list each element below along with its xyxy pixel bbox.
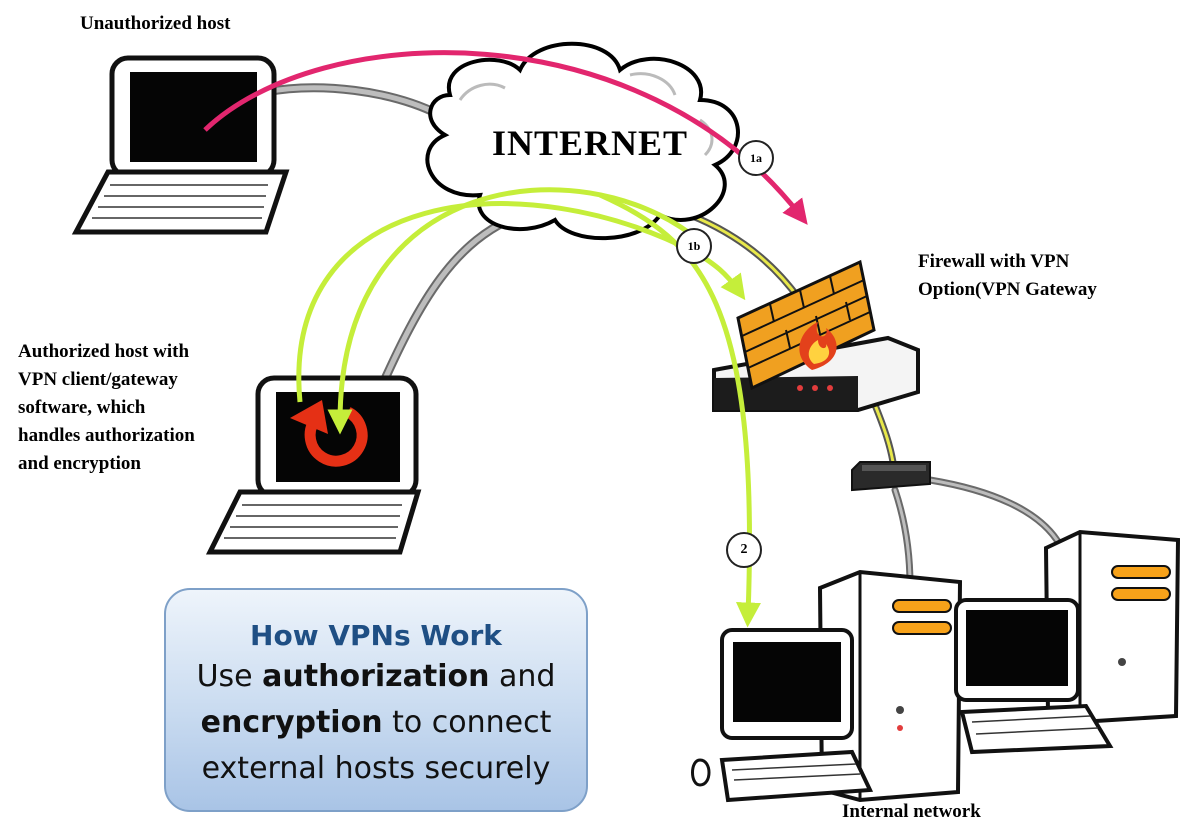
authorized-host-label-line: VPN client/gateway: [18, 369, 178, 390]
step-2-badge: 2: [726, 532, 762, 568]
authorized-host-label-line: and encryption: [18, 453, 141, 474]
authorized-host-label-line: software, which: [18, 397, 146, 418]
info-box-title: How VPNs Work: [250, 619, 502, 652]
brick-wall: [736, 259, 876, 391]
path-1a-rejected: [203, 50, 808, 225]
authorized-host-label: Authorized host with VPN client/gateway …: [18, 338, 195, 478]
path-1b-authorized-out: [296, 201, 746, 403]
path-1b-return: [327, 187, 694, 435]
info-box-line-1: Use authorization and: [166, 654, 586, 700]
firewall-appliance: [712, 259, 920, 412]
internet-cloud: [425, 41, 740, 241]
info-box: How VPNs Work Use authorization and encr…: [164, 588, 588, 812]
info-box-line-2: encryption to connect: [166, 700, 586, 746]
info-keyword-encryption: encryption: [200, 705, 383, 740]
internal-network-label: Internal network: [842, 801, 981, 822]
unauthorized-host-label: Unauthorized host: [80, 13, 231, 34]
info-text: and: [489, 659, 556, 694]
step-1a-badge: 1a: [738, 140, 774, 176]
info-keyword-authorization: authorization: [262, 659, 490, 694]
step-1b-badge: 1b: [676, 228, 712, 264]
authorized-host-label-line: handles authorization: [18, 425, 195, 446]
network-switch: [851, 461, 931, 492]
info-box-line-3: external hosts securely: [201, 751, 551, 786]
info-text: to connect: [382, 705, 552, 740]
internet-label: INTERNET: [492, 123, 689, 163]
cables: [260, 83, 1064, 589]
server-tower-1: [817, 569, 963, 803]
refresh-icon: [290, 400, 368, 467]
firewall-label: Firewall with VPN Option(VPN Gateway: [918, 248, 1097, 304]
vpn-paths: [203, 50, 808, 628]
cable-auth-to-internet: [375, 210, 525, 395]
firewall-label-line: Firewall with VPN: [918, 251, 1070, 272]
cable-switch-to-server2: [926, 476, 1064, 549]
authorized-host-label-line: Authorized host with: [18, 341, 190, 362]
unauthorized-laptop: [71, 55, 290, 235]
firewall-label-line: Option(VPN Gateway: [918, 279, 1097, 300]
authorized-laptop: [205, 375, 422, 555]
mouse-icon: [691, 758, 711, 787]
workstation-monitor-1: [691, 628, 874, 803]
info-text: Use: [196, 659, 263, 694]
workstation-monitor-2: [954, 598, 1114, 755]
flame-icon: [799, 322, 837, 370]
path-2-to-internal: [598, 192, 761, 628]
